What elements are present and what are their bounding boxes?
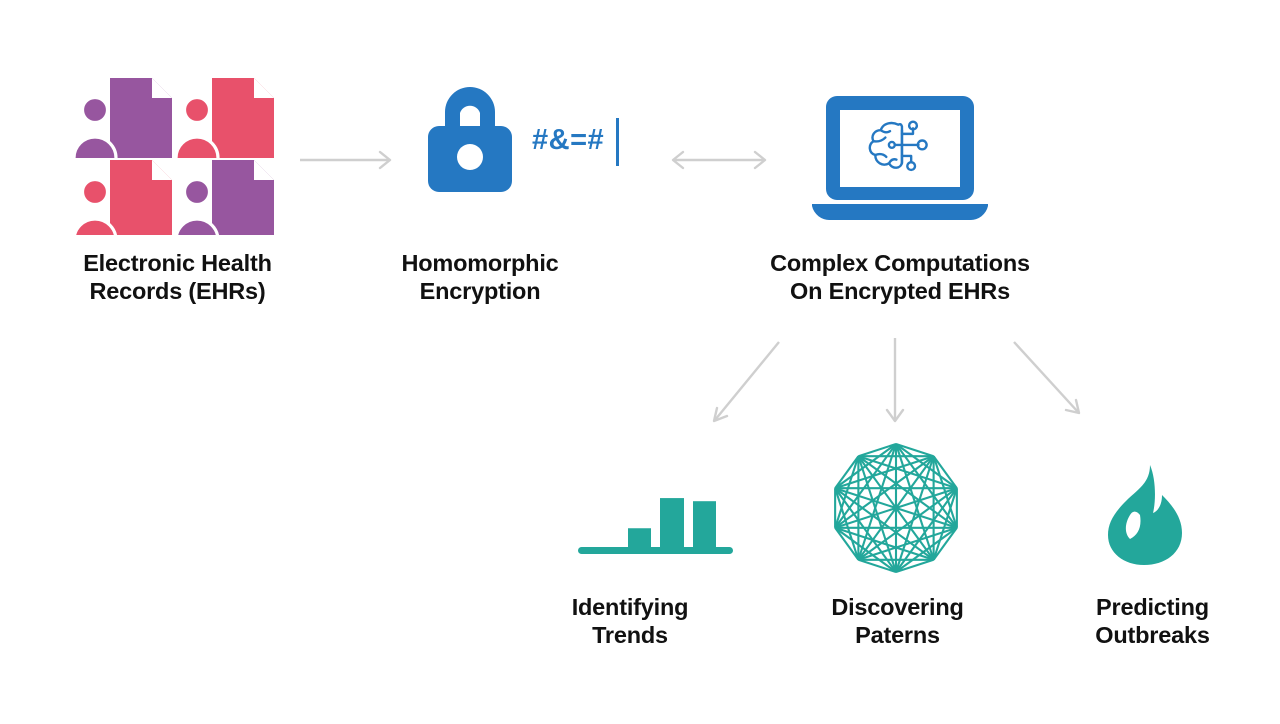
- person-document-icon-1: [72, 78, 172, 159]
- bar-chart-icon: [578, 498, 733, 554]
- outcome-discovering-patterns-label: Discovering Paterns: [831, 594, 964, 648]
- arrow-computation-to-trends: [712, 341, 780, 423]
- stage-computation: [812, 96, 988, 221]
- person-document-icon-3: [72, 160, 172, 241]
- outcome-predicting-outbreaks-label: Predicting Outbreaks: [1095, 594, 1210, 648]
- stage-ehr: [70, 70, 285, 241]
- outcome-discovering-patterns: [826, 438, 966, 578]
- stage-ehr-label: Electronic Health Records (EHRs): [83, 250, 272, 304]
- flame-icon: [1108, 465, 1182, 565]
- stage-encryption: #&=#: [420, 82, 640, 197]
- person-document-icon-2: [174, 78, 274, 159]
- outcome-identifying-trends: [578, 487, 733, 557]
- arrow-computation-to-outbreaks: [1013, 341, 1081, 415]
- stage-computation-label: Complex Computations On Encrypted EHRs: [770, 250, 1030, 304]
- cipher-text: #&=#: [532, 124, 605, 156]
- ai-brain-circuit-icon: [868, 120, 928, 172]
- person-document-icon-4: [174, 160, 274, 241]
- padlock-icon: [428, 87, 512, 192]
- health-record-documents-icon: [72, 78, 274, 241]
- outcome-predicting-outbreaks: [1104, 463, 1188, 567]
- network-graph-icon: [834, 443, 958, 573]
- stage-encryption-label: Homomorphic Encryption: [401, 250, 559, 304]
- laptop-ai-brain-icon: [812, 96, 988, 221]
- outcome-identifying-trends-label: Identifying Trends: [571, 594, 689, 648]
- arrow-encryption-to-computation: [671, 150, 767, 170]
- arrow-computation-to-patterns: [885, 338, 905, 423]
- text-cursor-bar: [616, 118, 619, 166]
- arrow-ehr-to-encryption: [300, 150, 392, 170]
